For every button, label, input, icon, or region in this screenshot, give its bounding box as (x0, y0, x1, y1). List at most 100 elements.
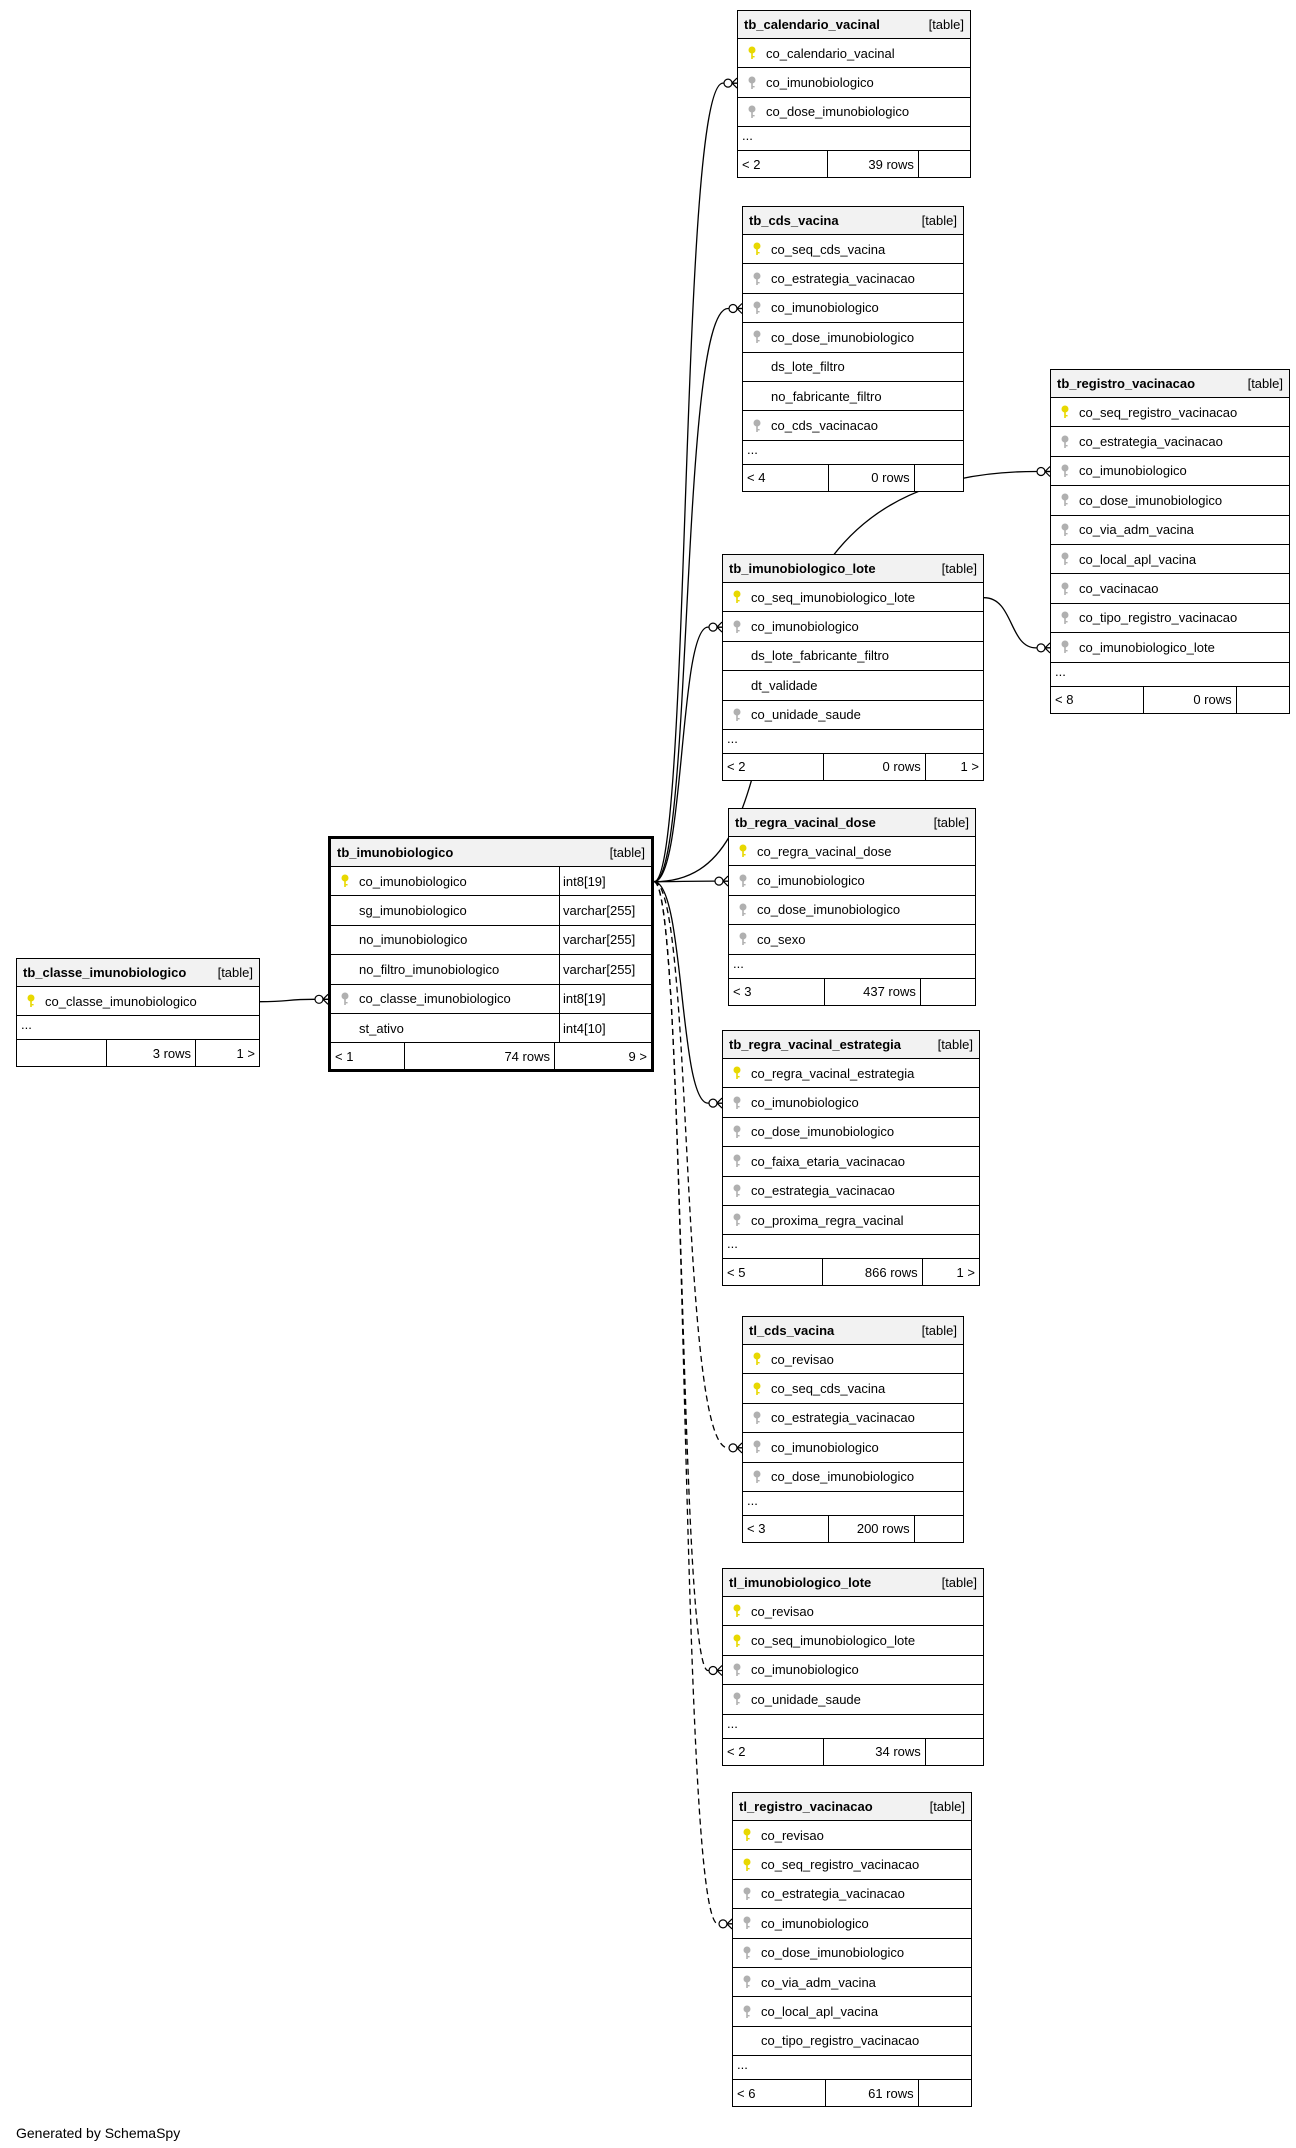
parent-count[interactable]: < 4 (743, 464, 829, 491)
table-name[interactable]: tb_classe_imunobiologico (23, 965, 187, 980)
table-name[interactable]: tl_registro_vacinacao (739, 1799, 873, 1814)
more-columns-ellipsis[interactable]: ... (723, 1715, 983, 1739)
table-tb_registro_vacinacao[interactable]: tb_registro_vacinacao[table]co_seq_regis… (1050, 369, 1290, 714)
column-row[interactable]: co_imunobiologico_lote (1051, 633, 1289, 663)
table-name[interactable]: tb_imunobiologico_lote (729, 561, 876, 576)
child-count[interactable] (919, 2080, 971, 2106)
table-name[interactable]: tb_calendario_vacinal (744, 17, 880, 32)
column-row[interactable]: co_via_adm_vacina (733, 1968, 971, 1998)
column-row[interactable]: co_local_apl_vacina (733, 1997, 971, 2027)
column-row[interactable]: co_estrategia_vacinacao (733, 1880, 971, 1910)
column-row[interactable]: co_cds_vacinacao (743, 411, 963, 441)
parent-count[interactable]: < 8 (1051, 686, 1144, 713)
column-row[interactable]: co_tipo_registro_vacinacao (733, 2027, 971, 2057)
column-row[interactable]: co_unidade_saude (723, 1685, 983, 1715)
column-row[interactable]: co_unidade_saude (723, 701, 983, 730)
table-name[interactable]: tb_regra_vacinal_estrategia (729, 1037, 901, 1052)
parent-count[interactable]: < 2 (738, 151, 829, 178)
column-row[interactable]: co_tipo_registro_vacinacao (1051, 604, 1289, 634)
column-row[interactable]: ds_lote_filtro (743, 353, 963, 382)
column-row[interactable]: co_imunobiologico (743, 294, 963, 324)
column-row[interactable]: co_calendario_vacinal (738, 39, 970, 69)
column-row[interactable]: co_seq_cds_vacina (743, 1374, 963, 1404)
table-tb_regra_vacinal_estrategia[interactable]: tb_regra_vacinal_estrategia[table]co_reg… (722, 1030, 980, 1287)
more-columns-ellipsis[interactable]: ... (1051, 663, 1289, 687)
column-row[interactable]: co_imunobiologico (1051, 457, 1289, 487)
column-row[interactable]: co_imunobiologico (723, 1088, 979, 1118)
column-row[interactable]: co_imunobiologico (723, 1656, 983, 1686)
table-name[interactable]: tb_regra_vacinal_dose (735, 815, 876, 830)
column-row[interactable]: co_imunobiologico (738, 68, 970, 98)
column-row[interactable]: co_imunobiologico (723, 612, 983, 642)
column-row[interactable]: co_seq_registro_vacinacao (1051, 398, 1289, 428)
table-tb_classe_imunobiologico[interactable]: tb_classe_imunobiologico[table]co_classe… (16, 958, 260, 1068)
child-count[interactable]: 1 > (960, 759, 979, 775)
more-columns-ellipsis[interactable]: ... (723, 730, 983, 754)
child-count[interactable] (1237, 687, 1289, 713)
column-row[interactable]: co_faixa_etaria_vacinacao (723, 1147, 979, 1177)
parent-count[interactable]: < 1 (331, 1043, 405, 1070)
column-row[interactable]: co_dose_imunobiologico (723, 1118, 979, 1148)
table-tb_imunobiologico_lote[interactable]: tb_imunobiologico_lote[table]co_seq_imun… (722, 554, 984, 781)
parent-count[interactable] (17, 1040, 107, 1067)
parent-count[interactable]: < 5 (723, 1259, 823, 1286)
parent-count[interactable]: < 2 (723, 1738, 825, 1765)
column-row[interactable]: co_vacinacao (1051, 574, 1289, 604)
column-row[interactable]: co_imunobiologico (733, 1909, 971, 1939)
more-columns-ellipsis[interactable]: ... (733, 2056, 971, 2081)
column-row[interactable]: co_estrategia_vacinacao (1051, 427, 1289, 457)
child-count[interactable] (926, 1739, 983, 1765)
table-name[interactable]: tl_imunobiologico_lote (729, 1575, 872, 1590)
column-row[interactable]: co_dose_imunobiologico (743, 323, 963, 353)
table-name[interactable]: tb_cds_vacina (749, 213, 839, 228)
child-count[interactable] (919, 151, 970, 177)
parent-count[interactable]: < 6 (733, 2080, 826, 2107)
column-row[interactable]: co_revisao (733, 1821, 971, 1851)
table-name[interactable]: tb_registro_vacinacao (1057, 376, 1196, 391)
column-row[interactable]: co_sexo (729, 925, 975, 955)
child-count[interactable] (921, 979, 975, 1005)
column-row[interactable]: co_dose_imunobiologico (1051, 486, 1289, 516)
more-columns-ellipsis[interactable]: ... (738, 127, 970, 152)
table-tb_imunobiologico[interactable]: tb_imunobiologico[table]co_imunobiologic… (328, 836, 654, 1073)
column-row[interactable]: ds_lote_fabricante_filtro (723, 642, 983, 672)
more-columns-ellipsis[interactable]: ... (743, 441, 963, 465)
column-row[interactable]: co_dose_imunobiologico (733, 1939, 971, 1968)
child-count[interactable] (915, 465, 963, 491)
more-columns-ellipsis[interactable]: ... (723, 1235, 979, 1260)
column-row[interactable]: co_estrategia_vacinacao (723, 1177, 979, 1206)
more-columns-ellipsis[interactable]: ... (743, 1492, 963, 1516)
column-row[interactable]: co_seq_cds_vacina (743, 235, 963, 265)
column-row[interactable]: co_seq_registro_vacinacao (733, 1850, 971, 1880)
parent-count[interactable]: < 2 (723, 753, 825, 780)
column-row[interactable]: co_dose_imunobiologico (729, 896, 975, 926)
column-row[interactable]: co_local_apl_vacina (1051, 545, 1289, 575)
column-row[interactable]: co_dose_imunobiologico (743, 1463, 963, 1492)
parent-count[interactable]: < 3 (729, 978, 825, 1005)
parent-count[interactable]: < 3 (743, 1515, 829, 1542)
column-row[interactable]: co_seq_imunobiologico_lote (723, 583, 983, 613)
column-row[interactable]: co_dose_imunobiologico (738, 98, 970, 128)
column-row[interactable]: co_classe_imunobiologico (17, 987, 259, 1017)
column-row[interactable]: dt_validade (723, 671, 983, 701)
child-count[interactable]: 9 > (628, 1048, 647, 1064)
table-tb_calendario_vacinal[interactable]: tb_calendario_vacinal[table]co_calendari… (737, 10, 971, 179)
column-row[interactable]: co_regra_vacinal_estrategia (723, 1059, 979, 1089)
column-row[interactable]: co_imunobiologico (743, 1433, 963, 1463)
child-count[interactable]: 1 > (236, 1045, 255, 1061)
more-columns-ellipsis[interactable]: ... (729, 955, 975, 979)
column-row[interactable]: co_proxima_regra_vacinal (723, 1206, 979, 1236)
table-tb_regra_vacinal_dose[interactable]: tb_regra_vacinal_dose[table]co_regra_vac… (728, 808, 976, 1006)
column-row[interactable]: co_estrategia_vacinacao (743, 264, 963, 294)
column-row[interactable]: co_imunobiologico (729, 866, 975, 896)
table-name[interactable]: tb_imunobiologico (337, 845, 454, 860)
child-count[interactable] (915, 1516, 963, 1542)
